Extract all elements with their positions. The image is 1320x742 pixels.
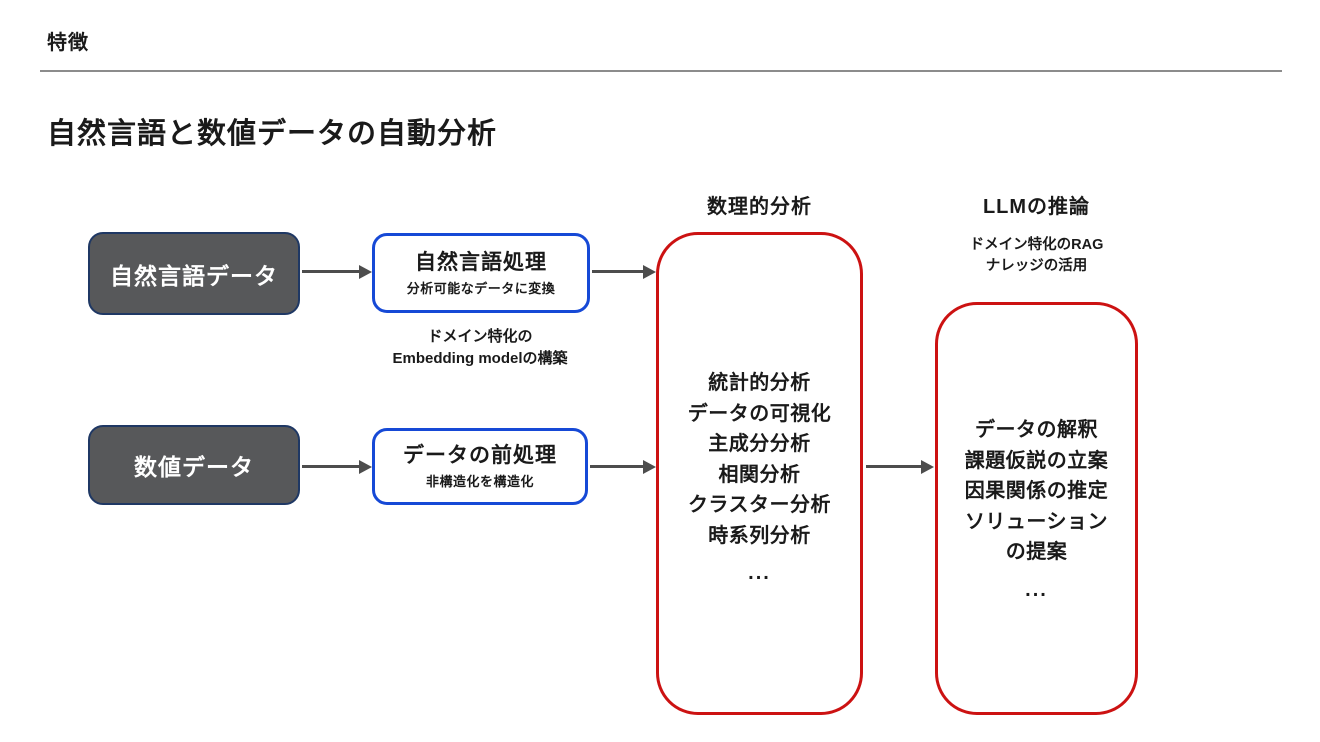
llm-subtitle: ドメイン特化のRAG ナレッジの活用 [920, 235, 1153, 277]
llm-item: 課題仮説の立案 [964, 449, 1109, 472]
arrow-proc1-to-analysis [592, 264, 656, 279]
llm-item-list: データの解釈 課題仮説の立案 因果関係の推定 ソリューション の提案 ... [938, 415, 1135, 605]
arrow-input1-to-proc1 [302, 264, 372, 279]
analysis-ellipsis: ... [748, 562, 771, 584]
input-box-numeric: 数値データ [88, 425, 300, 505]
input-box-natural-language: 自然言語データ [88, 232, 300, 315]
llm-item: の提案 [1005, 541, 1068, 563]
input-box-label: 自然言語データ [110, 262, 278, 289]
arrow-proc2-to-analysis [590, 459, 656, 474]
llm-subtitle-line1: ドメイン特化のRAG [969, 237, 1104, 253]
process-box-nlp: 自然言語処理 分析可能なデータに変換 [372, 233, 590, 313]
analysis-item: 時系列分析 [708, 524, 811, 547]
section-label: 特徴 [47, 32, 89, 54]
llm-ellipsis: ... [1025, 578, 1048, 601]
llm-box: データの解釈 課題仮説の立案 因果関係の推定 ソリューション の提案 ... [935, 302, 1138, 715]
embedding-note: ドメイン特化の Embedding modelの構築 [330, 326, 630, 370]
column-header-analysis: 数理的分析 [707, 196, 812, 218]
llm-subtitle-line2: ナレッジの活用 [985, 258, 1088, 274]
llm-item: データの解釈 [975, 419, 1098, 441]
arrow-analysis-to-llm [866, 459, 934, 474]
process-box-subtitle: 分析可能なデータに変換 [406, 280, 556, 296]
analysis-item: 主成分分析 [708, 433, 811, 455]
analysis-item: クラスター分析 [687, 494, 832, 516]
analysis-item: 統計的分析 [708, 372, 811, 394]
arrow-input2-to-proc2 [302, 459, 372, 474]
llm-item: ソリューション [964, 510, 1109, 533]
column-header-llm: LLMの推論 [982, 196, 1091, 218]
page-title: 自然言語と数値データの自動分析 [47, 118, 498, 150]
header-divider [40, 70, 1282, 72]
analysis-item: 相関分析 [718, 463, 801, 486]
process-box-subtitle: 非構造化を構造化 [425, 474, 534, 489]
process-box-title: データの前処理 [403, 444, 557, 467]
process-box-preprocessing: データの前処理 非構造化を構造化 [372, 428, 588, 505]
analysis-box: 統計的分析 データの可視化 主成分分析 相関分析 クラスター分析 時系列分析 .… [656, 232, 863, 715]
input-box-label: 数値データ [134, 454, 254, 480]
process-box-title: 自然言語処理 [415, 250, 547, 274]
analysis-item: データの可視化 [687, 402, 832, 425]
embedding-note-line2: Embedding modelの構築 [392, 350, 568, 367]
llm-item: 因果関係の推定 [964, 480, 1109, 502]
embedding-note-line1: ドメイン特化の [427, 328, 533, 345]
analysis-item-list: 統計的分析 データの可視化 主成分分析 相関分析 クラスター分析 時系列分析 .… [659, 368, 860, 589]
